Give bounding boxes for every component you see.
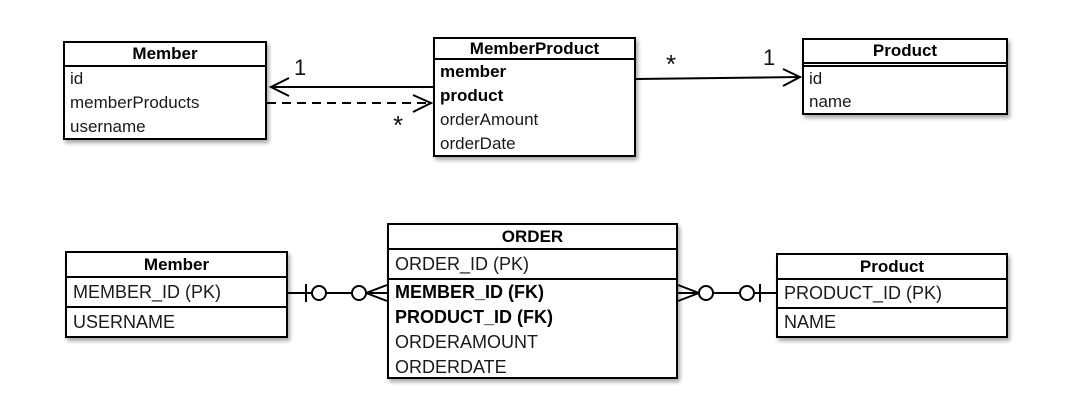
erd-product-row-name: NAME [778, 307, 1006, 336]
uml-memberproduct-attr-member: member [440, 62, 507, 81]
erd-order-row-orderdate: ORDERDATE [395, 357, 507, 377]
uml-member-attr-username: username [70, 117, 146, 136]
erd-product-table: Product PRODUCT_ID (PK) NAME [776, 253, 1008, 338]
uml-dependency-member-to-memberproduct-line [267, 94, 434, 113]
uml-product-attr-name: name [809, 92, 852, 111]
erd-order-row-orderamount: ORDERAMOUNT [395, 332, 538, 352]
erd-order-row-order-id: ORDER_ID (PK) [389, 248, 676, 278]
multiplicity-one-member-side: 1 [294, 55, 307, 80]
uml-association-memberproduct-to-product-line [635, 68, 803, 87]
erd-order-attribute-compartment: MEMBER_ID (FK) PRODUCT_ID (FK) ORDERAMOU… [389, 278, 676, 377]
erd-product-title: Product [859, 257, 925, 276]
erd-order-table: ORDER ORDER_ID (PK) MEMBER_ID (FK) PRODU… [387, 223, 678, 379]
uml-product-attributes: id name [804, 65, 1006, 113]
uml-member-attr-memberproducts: memberProducts [70, 93, 200, 112]
erd-product-row-product-id: PRODUCT_ID (PK) [778, 278, 1006, 307]
erd-order-row-member-fk: MEMBER_ID (FK) [395, 282, 544, 302]
uml-memberproduct-attr-orderamount: orderAmount [440, 110, 539, 129]
uml-member-title: Member [65, 43, 265, 67]
uml-memberproduct-title: MemberProduct [435, 39, 634, 60]
erd-order-row-product-fk: PRODUCT_ID (FK) [395, 307, 553, 327]
uml-memberproduct-attributes: member product orderAmount orderDate [435, 60, 634, 155]
erd-order-product-relationship-line [677, 284, 777, 302]
uml-memberproduct-class: MemberProduct member product orderAmount… [433, 37, 636, 157]
uml-memberproduct-attr-product: product [440, 86, 504, 105]
uml-memberproduct-attr-orderdate: orderDate [440, 134, 516, 153]
uml-product-title: Product [804, 40, 1006, 64]
multiplicity-many-memberproduct-side: * [393, 110, 404, 140]
erd-member-row-member-id: MEMBER_ID (PK) [67, 276, 286, 306]
uml-member-class: Member id memberProducts username [63, 41, 267, 140]
erd-member-title: Member [143, 255, 210, 274]
multiplicity-one-product-side: 1 [763, 45, 776, 70]
uml-member-attr-id: id [70, 69, 84, 88]
multiplicity-many-assoc-source: * [666, 49, 677, 79]
erd-member-table: Member MEMBER_ID (PK) USERNAME [65, 251, 288, 338]
uml-product-class: Product id name [802, 38, 1008, 115]
uml-member-attributes: id memberProducts username [65, 67, 265, 138]
erd-member-order-relationship-line [288, 284, 388, 302]
erd-order-title: ORDER [501, 227, 564, 246]
uml-product-attr-id: id [809, 69, 823, 88]
uml-association-memberproduct-to-member-line [268, 77, 433, 97]
erd-member-row-username: USERNAME [67, 306, 286, 336]
